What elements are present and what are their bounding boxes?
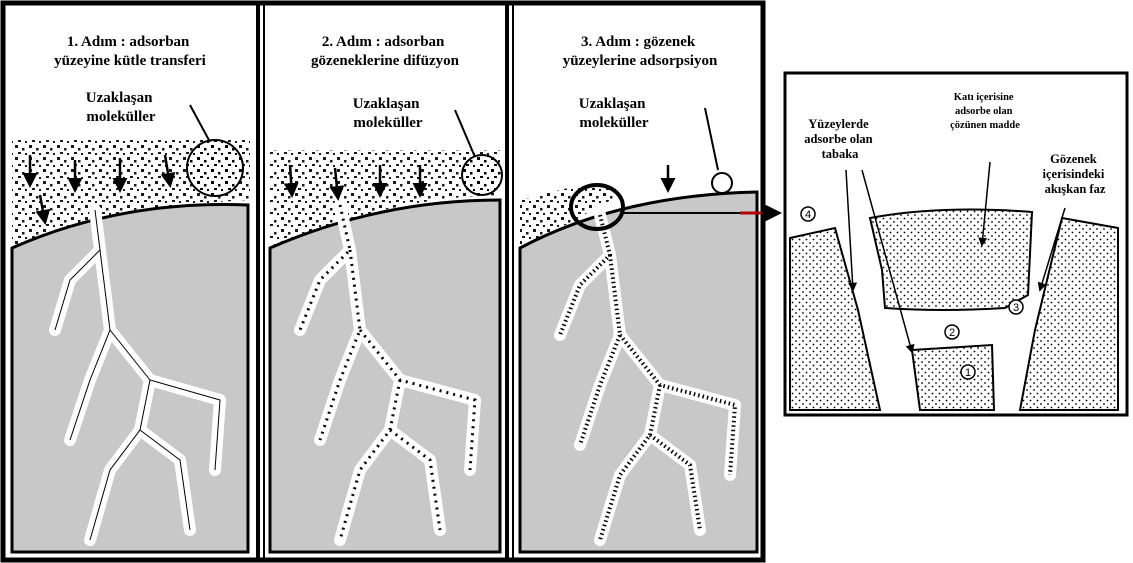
svg-text:1: 1 xyxy=(965,367,971,379)
step-1-molecules-line-1: Uzaklaşan xyxy=(86,90,153,106)
step-3-molecules-line-1: Uzaklaşan xyxy=(579,96,646,112)
step-2-title-line-2: gözeneklerine difüzyon xyxy=(311,53,460,69)
step-1-molecules-line-2: moleküller xyxy=(86,109,155,125)
departing-molecule xyxy=(712,173,732,193)
svg-text:2: 2 xyxy=(949,327,955,339)
marker-2: 2 xyxy=(945,325,959,339)
step-2-molecules-line-2: moleküller xyxy=(353,115,422,131)
fluid-label-line-1: Gözenek xyxy=(1050,152,1097,166)
svg-text:Gözenek içerisindeki: Gözenek içerisindeki akışkan faz xyxy=(1043,152,1108,196)
adsorbent-solid xyxy=(520,192,757,552)
marker-3: 3 xyxy=(1009,300,1023,314)
zoom-arrowhead xyxy=(762,203,782,223)
solid-label-line-1: Katı içerisine xyxy=(954,92,1014,103)
step-1-title-line-2: yüzeyine kütle transferi xyxy=(54,53,206,69)
departing-molecules-cluster xyxy=(462,155,502,195)
solid-label-line-3: çözünen madde xyxy=(950,120,1020,131)
step-3-molecules-line-2: moleküller xyxy=(579,115,648,131)
step-2-molecules-line-1: Uzaklaşan xyxy=(353,96,420,112)
surface-layer-block xyxy=(912,345,994,410)
step-3-title-line-2: yüzeylerine adsorpsiyon xyxy=(563,53,718,69)
solid-label-line-2: adsorbe olan xyxy=(955,106,1013,117)
svg-text:Katı içerisine adsorbe o: Katı içerisine adsorbe olan çözünen madd… xyxy=(950,92,1020,131)
adsorbent-solid xyxy=(270,200,500,552)
svg-text:4: 4 xyxy=(805,209,811,221)
step-2-title-line-1: 2. Adım : adsorban xyxy=(322,34,445,50)
marker-4: 4 xyxy=(801,207,815,221)
step-3-title-line-1: 3. Adım : gözenek xyxy=(581,34,696,50)
surface-label-line-2: adsorbe olan xyxy=(804,132,872,146)
surface-label-line-3: tabaka xyxy=(822,147,860,161)
svg-text:3: 3 xyxy=(1013,302,1019,314)
surface-label-line-1: Yüzeylerde xyxy=(808,117,869,131)
fluid-label-line-3: akışkan faz xyxy=(1045,182,1106,196)
step-1-title-line-1: 1. Adım : adsorban xyxy=(67,34,190,50)
fluid-label-line-2: içerisindeki xyxy=(1043,167,1105,181)
pore-detail-panel: 4 3 2 1 Katı içerisine adsorbe olan çözü… xyxy=(785,73,1127,415)
adsorbed-solute-block xyxy=(870,210,1032,310)
adsorbent-solid xyxy=(12,205,248,552)
marker-1: 1 xyxy=(961,365,975,379)
departing-molecules-cluster xyxy=(187,140,243,196)
